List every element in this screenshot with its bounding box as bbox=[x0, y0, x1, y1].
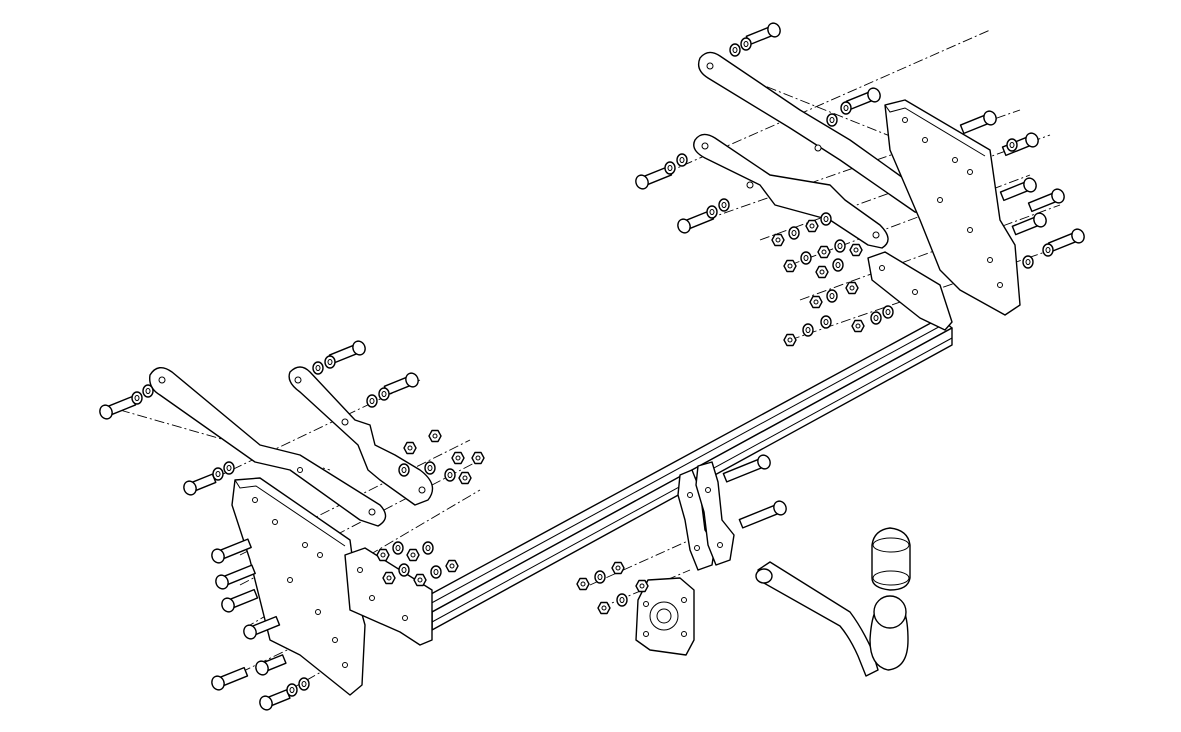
washer-hole bbox=[873, 315, 879, 321]
left-mounting-plate bbox=[231, 477, 366, 696]
washer-hole bbox=[1025, 259, 1031, 265]
washer-hole bbox=[226, 465, 232, 471]
right-mounting-plate bbox=[884, 99, 1021, 316]
nut-hole bbox=[386, 575, 392, 581]
washer-hole bbox=[791, 230, 797, 236]
bolt-head bbox=[867, 87, 881, 103]
washer-hole bbox=[597, 574, 603, 580]
washer-hole bbox=[823, 319, 829, 325]
bolt-head bbox=[221, 597, 235, 613]
washer-hole bbox=[427, 465, 433, 471]
nut-hole bbox=[787, 263, 793, 269]
washer-hole bbox=[835, 262, 841, 268]
nut-hole bbox=[455, 455, 461, 461]
nut-hole bbox=[449, 563, 455, 569]
nut-hole bbox=[813, 299, 819, 305]
washer-hole bbox=[743, 41, 749, 47]
washer-hole bbox=[327, 359, 333, 365]
bolt-head bbox=[773, 500, 787, 516]
nut-hole bbox=[821, 249, 827, 255]
right-end-plate bbox=[867, 251, 953, 331]
nut-hole bbox=[787, 337, 793, 343]
bolt-head bbox=[255, 660, 269, 676]
bolt-head bbox=[635, 174, 649, 190]
nut-hole bbox=[849, 285, 855, 291]
bolt-head bbox=[767, 22, 781, 38]
nut-hole bbox=[580, 581, 586, 587]
washer-hole bbox=[837, 243, 843, 249]
nut-hole bbox=[819, 269, 825, 275]
bolt-head bbox=[183, 480, 197, 496]
washer-hole bbox=[301, 681, 307, 687]
bolt-head bbox=[1023, 177, 1037, 193]
bolt-head bbox=[211, 675, 225, 691]
nut-hole bbox=[475, 455, 481, 461]
washer-hole bbox=[667, 165, 673, 171]
washer-hole bbox=[401, 567, 407, 573]
washer-hole bbox=[401, 467, 407, 473]
nut-hole bbox=[462, 475, 468, 481]
bolt-head bbox=[983, 110, 997, 126]
left-end-plate bbox=[344, 547, 433, 646]
bolt-head bbox=[211, 548, 225, 564]
bolt-head bbox=[757, 454, 771, 470]
nut-hole bbox=[432, 433, 438, 439]
bolt-head bbox=[99, 404, 113, 420]
washer-hole bbox=[732, 47, 738, 53]
nut-hole bbox=[380, 552, 386, 558]
fasteners bbox=[99, 22, 1085, 711]
bolt-head bbox=[1051, 188, 1065, 204]
washer-hole bbox=[829, 293, 835, 299]
bolt-head bbox=[405, 372, 419, 388]
nut-hole bbox=[775, 237, 781, 243]
nut-hole bbox=[407, 445, 413, 451]
bolt-head bbox=[677, 218, 691, 234]
washer-hole bbox=[433, 569, 439, 575]
nut-hole bbox=[615, 565, 621, 571]
washer-hole bbox=[395, 545, 401, 551]
washer-hole bbox=[369, 398, 375, 404]
bolt-head bbox=[1071, 228, 1085, 244]
detachable-tow-ball bbox=[755, 527, 911, 677]
washer-hole bbox=[619, 597, 625, 603]
washer-hole bbox=[381, 391, 387, 397]
washer-hole bbox=[885, 309, 891, 315]
washer-hole bbox=[709, 209, 715, 215]
washer-hole bbox=[829, 117, 835, 123]
washer-hole bbox=[447, 472, 453, 478]
nut-hole bbox=[809, 223, 815, 229]
washer-hole bbox=[679, 157, 685, 163]
bolt-head bbox=[352, 340, 366, 356]
washer-hole bbox=[843, 105, 849, 111]
nut-hole bbox=[855, 323, 861, 329]
washer-hole bbox=[1009, 142, 1015, 148]
bolt-head bbox=[243, 624, 257, 640]
washer-hole bbox=[425, 545, 431, 551]
bolt-head bbox=[1033, 212, 1047, 228]
socket-plate bbox=[635, 577, 695, 656]
washer-hole bbox=[721, 202, 727, 208]
nut-hole bbox=[639, 583, 645, 589]
right-upper-plate bbox=[693, 133, 889, 249]
nut-hole bbox=[601, 605, 607, 611]
center-tow-brackets bbox=[677, 461, 735, 571]
washer-hole bbox=[134, 395, 140, 401]
washer-hole bbox=[805, 327, 811, 333]
left-upper-plate bbox=[288, 366, 434, 506]
bolt-head bbox=[259, 695, 273, 711]
washer-hole bbox=[145, 388, 151, 394]
washer-hole bbox=[215, 471, 221, 477]
bolt-head bbox=[1025, 132, 1039, 148]
nut-hole bbox=[410, 552, 416, 558]
nut-hole bbox=[417, 577, 423, 583]
washer-hole bbox=[823, 216, 829, 222]
bolt-head bbox=[215, 574, 229, 590]
washer-hole bbox=[1045, 247, 1051, 253]
washer-hole bbox=[289, 687, 295, 693]
washer-hole bbox=[803, 255, 809, 261]
nut-hole bbox=[853, 247, 859, 253]
washer-hole bbox=[315, 365, 321, 371]
